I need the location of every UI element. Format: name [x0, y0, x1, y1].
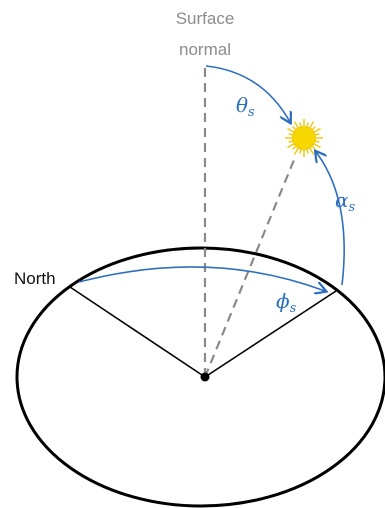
surface-normal-label-line2: normal: [179, 40, 231, 59]
sun-ray: [293, 148, 299, 155]
horizon-ellipse: [15, 246, 385, 508]
sun-ray: [315, 133, 320, 136]
phi-symbol: ϕ: [276, 289, 290, 313]
phi-subscript: s: [290, 301, 297, 316]
sun-ray: [314, 127, 321, 133]
sun-ray: [288, 133, 293, 136]
zenith-angle-arc: [205, 65, 290, 122]
sun-ray: [309, 148, 315, 155]
sun-ray: [315, 140, 320, 143]
sun-ray-line: [203, 154, 298, 378]
surface-normal-label-line1: Surface: [176, 9, 235, 28]
sun-ray: [311, 126, 316, 131]
alpha-symbol: α: [335, 188, 349, 212]
phi-label: ϕs: [276, 289, 297, 316]
sun-ray: [311, 145, 316, 150]
sun-ray: [306, 122, 309, 127]
sun-ray: [299, 149, 302, 154]
elevation-angle-arc: [316, 152, 345, 286]
alpha-subscript: s: [349, 200, 356, 215]
azimuth-angle-arc: [78, 266, 325, 291]
theta-label: θs: [236, 93, 255, 120]
theta-subscript: s: [248, 105, 255, 120]
sun-ray: [306, 149, 309, 154]
sun-icon: [285, 119, 323, 157]
origin-point: [200, 372, 210, 382]
azimuth-line: [204, 290, 337, 378]
sun-ray: [314, 143, 321, 149]
sun-ray: [293, 121, 299, 128]
alpha-label: αs: [335, 188, 356, 215]
sun-ray: [292, 126, 297, 131]
sun-ray: [287, 127, 294, 133]
north-line: [69, 286, 206, 378]
sun-ray: [287, 143, 294, 149]
sun-ray: [288, 140, 293, 143]
theta-symbol: θ: [236, 93, 248, 117]
sun-ray: [299, 122, 302, 127]
north-label: North: [14, 269, 56, 288]
sun-ray: [292, 145, 297, 150]
sun-ray: [309, 121, 315, 128]
